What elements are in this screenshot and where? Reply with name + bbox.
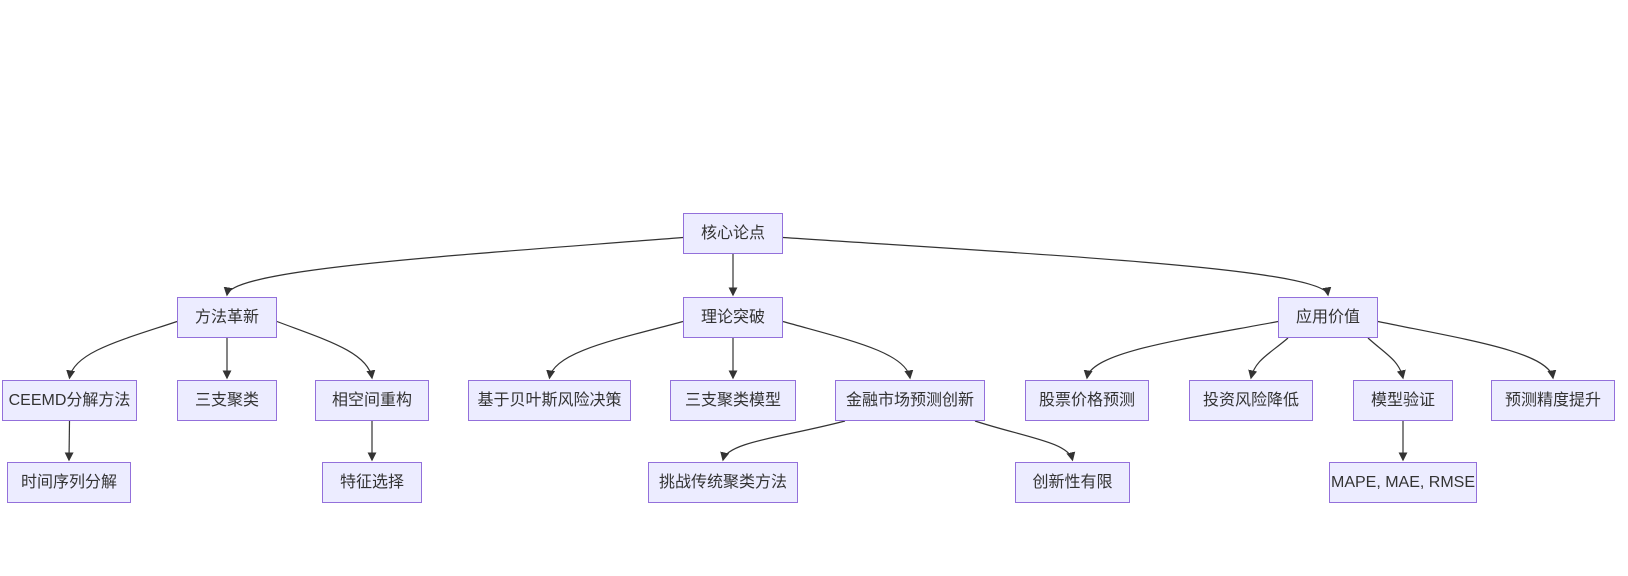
edge-theory-breakthrough-to-bayesian-risk-decision	[546, 320, 684, 380]
node-label: 相空间重构	[331, 391, 412, 409]
edge-application-value-to-investment-risk-reduction	[1248, 337, 1289, 380]
node-limited-novelty: 创新性有限	[1015, 462, 1130, 503]
edge-method-innovation-to-phase-space-reconstruction	[276, 320, 376, 380]
node-financial-market-forecast-innovation: 金融市场预测创新	[835, 380, 985, 421]
node-label: 金融市场预测创新	[845, 391, 974, 409]
node-label: 理论突破	[700, 308, 765, 326]
edge-ceemd-decomposition-to-time-series-decomposition	[64, 420, 74, 462]
node-label: 方法革新	[194, 308, 259, 326]
edge-financial-market-forecast-innovation-to-challenge-traditional-clustering	[720, 420, 846, 462]
edge-financial-market-forecast-innovation-to-limited-novelty	[974, 420, 1076, 462]
node-label: 预测精度提升	[1504, 391, 1601, 409]
node-label: CEEMD分解方法	[8, 391, 131, 409]
node-application-value: 应用价值	[1278, 297, 1378, 338]
node-core-thesis: 核心论点	[683, 213, 783, 254]
node-label: 股票价格预测	[1038, 391, 1135, 409]
node-three-way-clustering: 三支聚类	[177, 380, 277, 421]
node-bayesian-risk-decision: 基于贝叶斯风险决策	[468, 380, 631, 421]
node-forecast-accuracy-improvement: 预测精度提升	[1491, 380, 1615, 421]
edge-application-value-to-model-validation	[1367, 337, 1406, 380]
edge-core-thesis-to-application-value	[782, 236, 1332, 297]
node-model-validation: 模型验证	[1353, 380, 1453, 421]
node-ceemd-decomposition: CEEMD分解方法	[2, 380, 137, 421]
node-label: 时间序列分解	[20, 473, 117, 491]
node-label: 核心论点	[700, 224, 765, 242]
node-theory-breakthrough: 理论突破	[683, 297, 783, 338]
node-label: 创新性有限	[1032, 473, 1113, 491]
node-investment-risk-reduction: 投资风险降低	[1189, 380, 1313, 421]
node-feature-selection: 特征选择	[322, 462, 422, 503]
node-three-way-clustering-model: 三支聚类模型	[670, 380, 796, 421]
node-method-innovation: 方法革新	[177, 297, 277, 338]
edge-method-innovation-to-ceemd-decomposition	[66, 320, 178, 380]
edge-core-thesis-to-method-innovation	[223, 236, 684, 297]
node-challenge-traditional-clustering: 挑战传统聚类方法	[648, 462, 798, 503]
node-label: 基于贝叶斯风险决策	[477, 391, 622, 409]
node-label: MAPE, MAE, RMSE	[1330, 473, 1476, 491]
node-stock-price-prediction: 股票价格预测	[1025, 380, 1149, 421]
node-label: 三支聚类模型	[684, 391, 781, 409]
edge-application-value-to-forecast-accuracy-improvement	[1377, 320, 1557, 380]
node-label: 三支聚类	[194, 391, 259, 409]
edge-theory-breakthrough-to-financial-market-forecast-innovation	[782, 320, 914, 380]
node-label: 挑战传统聚类方法	[658, 473, 787, 491]
node-time-series-decomposition: 时间序列分解	[7, 462, 131, 503]
node-label: 应用价值	[1295, 308, 1360, 326]
node-phase-space-reconstruction: 相空间重构	[315, 380, 429, 421]
edge-application-value-to-stock-price-prediction	[1083, 320, 1279, 380]
node-label: 特征选择	[339, 473, 404, 491]
node-label: 模型验证	[1370, 391, 1435, 409]
node-label: 投资风险降低	[1202, 391, 1299, 409]
node-error-metrics: MAPE, MAE, RMSE	[1329, 462, 1477, 503]
